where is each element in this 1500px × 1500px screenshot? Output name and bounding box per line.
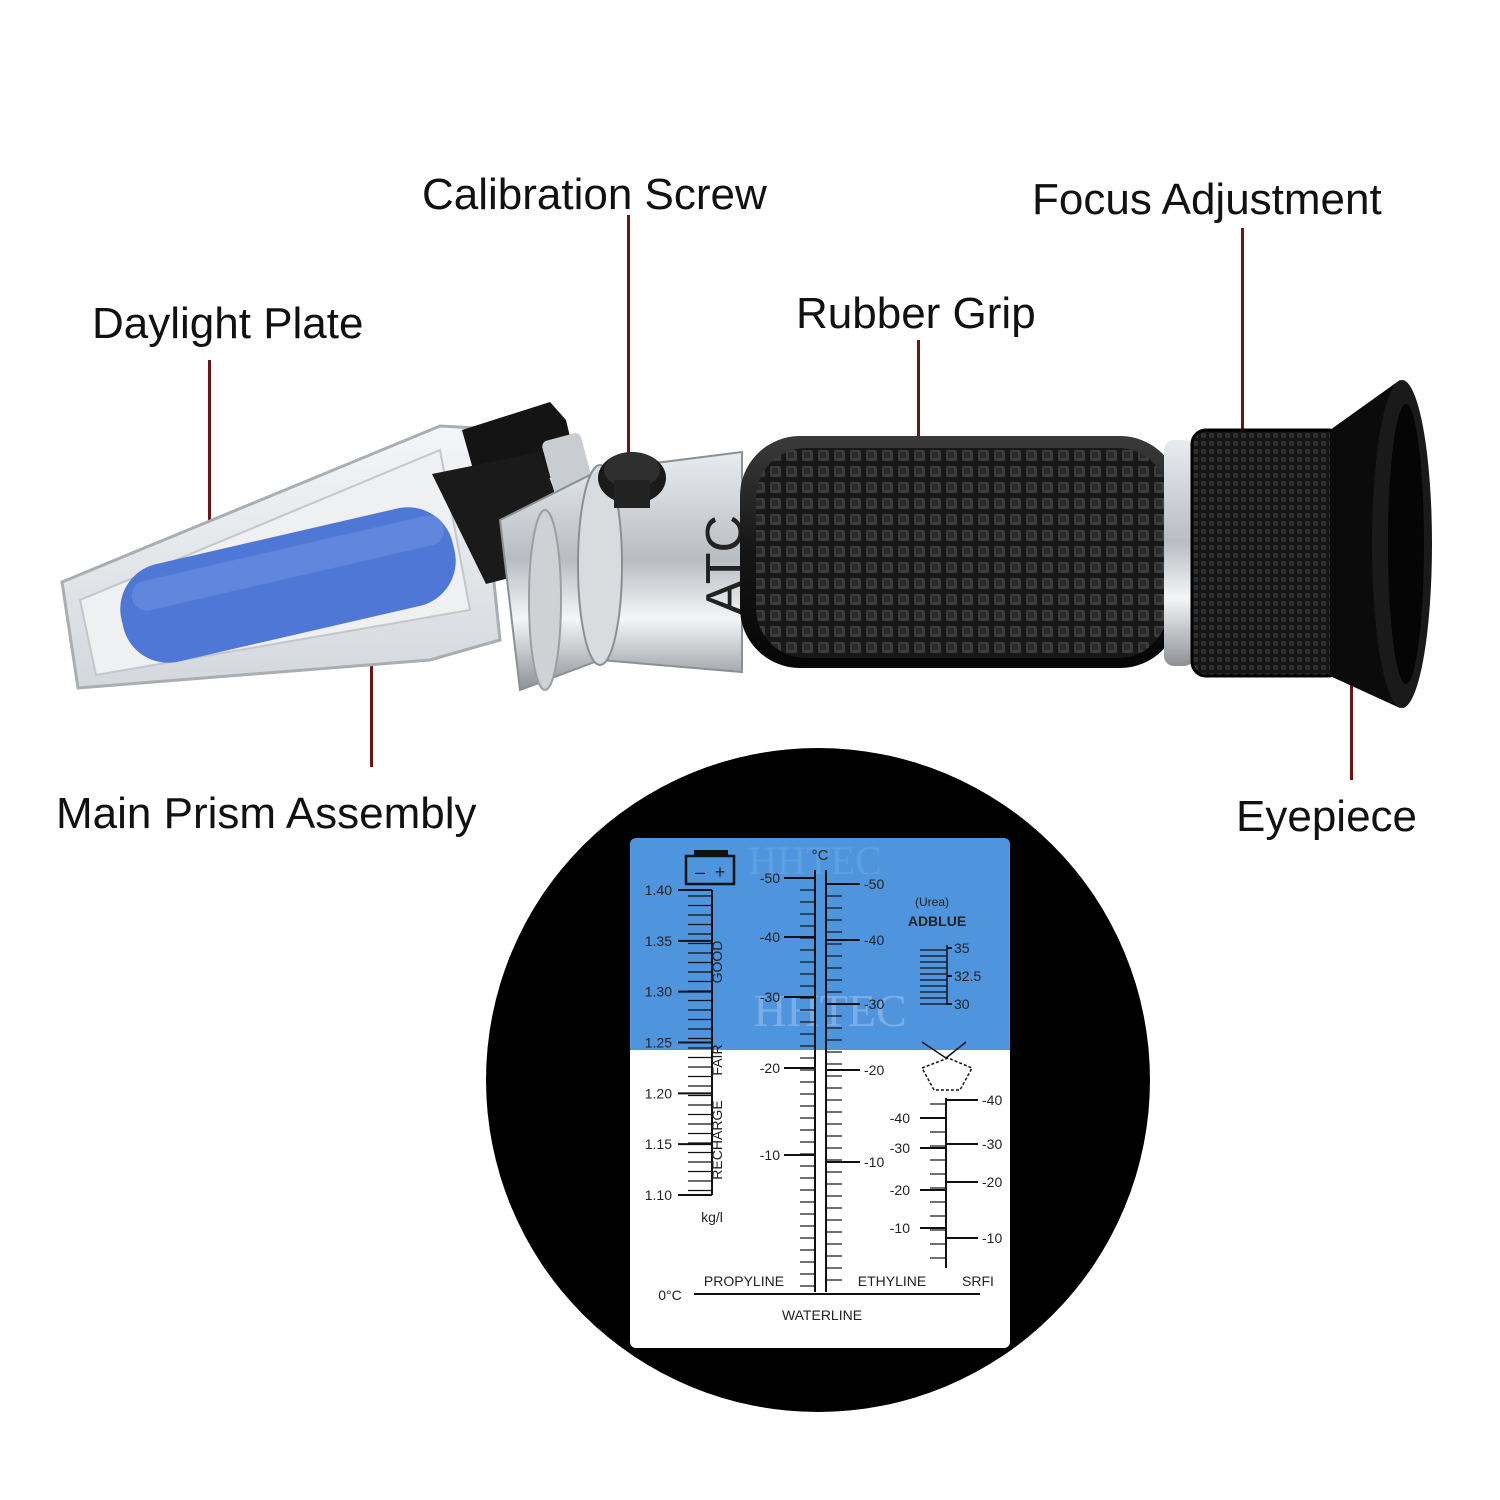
propyline-label: PROPYLINE bbox=[704, 1273, 784, 1289]
srfi-right-tick-label: -10 bbox=[982, 1230, 1002, 1246]
eyepiece[interactable] bbox=[1330, 380, 1432, 708]
zone-recharge: RECHARGE bbox=[709, 1100, 725, 1179]
battery-tick-label: 1.15 bbox=[645, 1136, 672, 1152]
eyepiece-label: Eyepiece bbox=[1236, 792, 1418, 841]
adblue-title: ADBLUE bbox=[908, 913, 966, 929]
coolant-unit: °C bbox=[812, 847, 829, 864]
srfi-right-tick-label: -30 bbox=[982, 1136, 1002, 1152]
eyepiece-ring bbox=[486, 748, 1150, 1412]
zero-label: 0°C bbox=[658, 1287, 682, 1303]
leader-main-prism bbox=[370, 645, 373, 767]
focus-adjustment-ring[interactable] bbox=[1190, 428, 1344, 678]
ethyline-tick-label: -40 bbox=[864, 932, 884, 948]
battery-scale: – + 1.40 1.35 1.30 1.25 1.20 1.15 1.10 GOOD FA… bbox=[645, 850, 736, 1225]
srfi-left-tick-label: -10 bbox=[890, 1220, 910, 1236]
ethyline-tick-label: -20 bbox=[864, 1062, 884, 1078]
coolant-scales: °C -50 -40 -30 -20 -10 -50 -40 -30 -20 -10 PROPY… bbox=[658, 847, 980, 1323]
lower-field bbox=[630, 1050, 1010, 1348]
hinge-clip[interactable] bbox=[432, 402, 595, 584]
adblue-tick-label: 35 bbox=[954, 940, 970, 956]
calibration-screw-label: Calibration Screw bbox=[422, 170, 767, 219]
focus-adjustment-label: Focus Adjustment bbox=[1032, 175, 1382, 224]
srfi-left-tick-label: -30 bbox=[890, 1140, 910, 1156]
waterline-label: WATERLINE bbox=[782, 1307, 862, 1323]
atc-mark: ATC bbox=[696, 515, 754, 615]
ethyline-tick-label: -30 bbox=[864, 996, 884, 1012]
svg-text:+: + bbox=[715, 862, 726, 882]
battery-tick-label: 1.25 bbox=[645, 1035, 672, 1051]
metal-ring bbox=[1164, 440, 1194, 666]
windshield-icon bbox=[920, 1041, 974, 1091]
srfi-right-tick-label: -40 bbox=[982, 1092, 1002, 1108]
battery-tick-label: 1.40 bbox=[645, 882, 672, 898]
zone-fair: FAIR bbox=[709, 1044, 725, 1075]
adblue-tick-label: 32.5 bbox=[954, 968, 981, 984]
leader-daylight-plate bbox=[208, 360, 211, 572]
battery-unit: kg/l bbox=[701, 1209, 723, 1225]
propyline-tick-label: -30 bbox=[760, 989, 780, 1005]
adblue-urea: (Urea) bbox=[915, 895, 949, 909]
calibration-screw[interactable] bbox=[598, 452, 666, 508]
propyline-tick-label: -20 bbox=[760, 1060, 780, 1076]
watermark-top: HHTEC bbox=[748, 838, 881, 883]
leader-focus-adjustment bbox=[1241, 228, 1244, 438]
upper-field bbox=[630, 838, 1010, 1050]
propyline-tick-label: -50 bbox=[760, 870, 780, 886]
battery-minus-plus-icon: – + bbox=[684, 850, 736, 886]
rubber-grip-label: Rubber Grip bbox=[796, 289, 1036, 338]
svg-text:–: – bbox=[695, 862, 705, 882]
propyline-tick-label: -40 bbox=[760, 929, 780, 945]
rubber-grip[interactable] bbox=[740, 436, 1180, 668]
battery-tick-label: 1.35 bbox=[645, 933, 672, 949]
daylight-plate bbox=[120, 507, 456, 663]
srfi-label: SRFI bbox=[962, 1273, 994, 1289]
prism-housing bbox=[498, 450, 743, 692]
propyline-tick-label: -10 bbox=[760, 1147, 780, 1163]
adblue-tick-label: 30 bbox=[954, 996, 970, 1012]
main-prism-assembly-label: Main Prism Assembly bbox=[56, 789, 477, 838]
srfi-right-tick-label: -20 bbox=[982, 1174, 1002, 1190]
zone-good: GOOD bbox=[709, 941, 725, 984]
srfi-left-tick-label: -20 bbox=[890, 1182, 910, 1198]
ethyline-label: ETHYLINE bbox=[858, 1273, 926, 1289]
adblue-scale: (Urea) ADBLUE 35 32.5 30 bbox=[908, 895, 982, 1012]
leader-eyepiece bbox=[1350, 678, 1353, 780]
leader-calibration-screw bbox=[627, 215, 630, 463]
watermark-mid: HHTEC bbox=[753, 985, 906, 1036]
leader-rubber-grip bbox=[917, 340, 920, 460]
daylight-plate-label: Daylight Plate bbox=[92, 299, 364, 348]
battery-tick-label: 1.10 bbox=[645, 1187, 672, 1203]
battery-tick-label: 1.20 bbox=[645, 1085, 672, 1101]
srfi-left-tick-label: -40 bbox=[890, 1110, 910, 1126]
battery-tick-label: 1.30 bbox=[645, 984, 672, 1000]
srfi-scale: -40 -30 -20 -10 -40 -30 -20 -10 SRFI bbox=[890, 1041, 1002, 1289]
ethyline-tick-label: -50 bbox=[864, 876, 884, 892]
daylight-cover[interactable] bbox=[60, 424, 502, 690]
ethyline-tick-label: -10 bbox=[864, 1154, 884, 1170]
